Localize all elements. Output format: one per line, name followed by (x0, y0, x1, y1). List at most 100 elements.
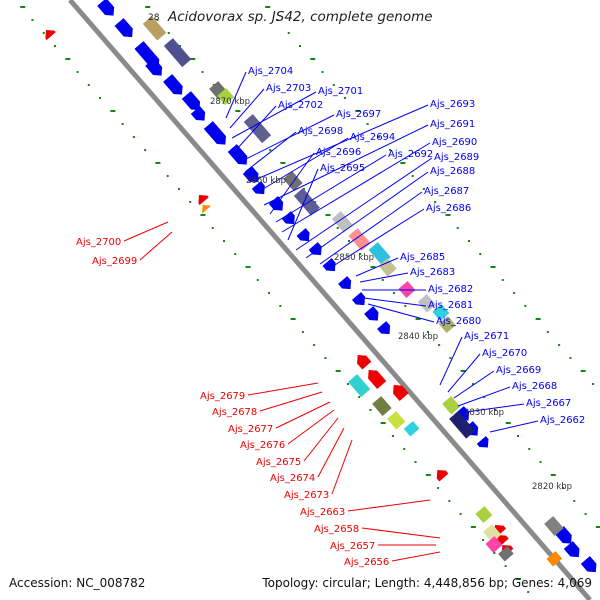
label-leader (391, 551, 441, 562)
gc-dot (400, 162, 406, 164)
gene-feature (498, 546, 514, 562)
gene-feature (97, 0, 115, 16)
gene-label: Ajs_2656 (344, 557, 389, 568)
map-title: Acidovorax sp. JS42, complete genome (168, 9, 433, 25)
label-leader (229, 88, 265, 129)
kbp-tick-label: 2830 kbp (464, 408, 504, 418)
gene-feature (449, 411, 476, 439)
gene-feature (251, 181, 265, 195)
label-leader (439, 336, 463, 386)
gc-dot (404, 305, 407, 307)
gc-dot (348, 240, 350, 242)
gc-dot (144, 149, 147, 151)
gc-dot (42, 32, 45, 34)
gene-label: Ajs_2690 (432, 137, 477, 148)
gc-dot (302, 188, 305, 190)
gene-feature (377, 321, 391, 335)
gene-label: Ajs_2657 (330, 541, 375, 552)
gc-dot (573, 500, 576, 502)
gene-label: Ajs_2682 (428, 284, 473, 295)
gc-dot (299, 45, 301, 47)
gene-features (45, 0, 597, 573)
gene-feature (403, 421, 420, 437)
label-leader (347, 499, 431, 512)
gene-arrow (251, 181, 265, 195)
gc-dot (513, 292, 516, 294)
kbp-tick-label: 2840 kbp (398, 332, 438, 342)
label-leader (287, 409, 335, 445)
gene-feature (163, 38, 192, 68)
gene-feature (442, 396, 461, 415)
gc-dot (550, 474, 556, 476)
gc-dot (437, 487, 440, 489)
gene-feature (243, 114, 272, 144)
topology-text: Topology: circular; Length: 4,448,856 bp… (262, 576, 592, 590)
gc-dot (558, 344, 561, 346)
label-leader (275, 154, 387, 223)
gene-box (438, 316, 456, 333)
gene-box (403, 421, 420, 437)
label-leader (453, 370, 495, 399)
gene-box (449, 411, 476, 439)
gene-feature (476, 436, 489, 448)
gc-dot (346, 383, 349, 385)
gc-dot (54, 45, 56, 47)
gene-arrow (357, 355, 372, 370)
gene-box (544, 516, 564, 537)
label-leader (259, 391, 323, 412)
gene-arrow (97, 0, 115, 16)
gene-feature (308, 242, 322, 256)
gene-label: Ajs_2701 (318, 86, 363, 97)
gc-dot (403, 448, 406, 450)
gene-box (283, 171, 303, 192)
gc-dot (290, 318, 296, 320)
gene-box (475, 506, 493, 523)
gene-label: Ajs_2670 (482, 348, 527, 359)
label-leader (269, 152, 315, 215)
gene-arrow (364, 306, 379, 321)
label-leader (355, 257, 399, 277)
label-leader (447, 353, 481, 393)
gene-arrow (181, 91, 201, 111)
gc-dot (336, 227, 339, 229)
gene-label: Ajs_2681 (428, 300, 473, 311)
gene-arrow (242, 166, 259, 183)
gc-dot (65, 58, 71, 60)
gc-dot (562, 487, 565, 489)
gene-feature (372, 396, 392, 417)
gene-arrow (268, 196, 284, 211)
gene-box (378, 258, 397, 277)
gc-dot (156, 19, 159, 21)
gene-feature (202, 205, 212, 214)
gene-arrow (296, 228, 310, 242)
gene-label: Ajs_2680 (436, 316, 481, 327)
gc-dot (121, 123, 124, 125)
gc-dot (380, 422, 386, 424)
gene-arrow (351, 292, 365, 306)
gene-feature (163, 74, 183, 95)
gc-dot (344, 97, 347, 99)
label-leader (367, 303, 435, 323)
gc-dot (539, 461, 542, 463)
gene-label: Ajs_2691 (430, 119, 475, 130)
label-leader (231, 91, 317, 139)
gc-dot (448, 500, 451, 502)
gene-label: Ajs_2699 (92, 256, 137, 267)
gc-dot (190, 58, 196, 60)
accession-text: Accession: NC_008782 (9, 576, 146, 590)
gene-label: Ajs_2675 (256, 457, 301, 468)
gene-label: Ajs_2674 (270, 473, 315, 484)
gc-dot (381, 279, 384, 281)
gene-feature (544, 516, 564, 537)
gene-feature (331, 211, 353, 233)
gc-dot (234, 253, 237, 255)
kbp-tick-label: 2850 kbp (334, 253, 374, 263)
gc-dot (569, 357, 572, 359)
gene-label: Ajs_2696 (316, 147, 361, 158)
label-leader (363, 297, 427, 307)
gc-dot (369, 409, 372, 411)
gene-box (293, 188, 320, 216)
gc-dot (370, 266, 376, 268)
